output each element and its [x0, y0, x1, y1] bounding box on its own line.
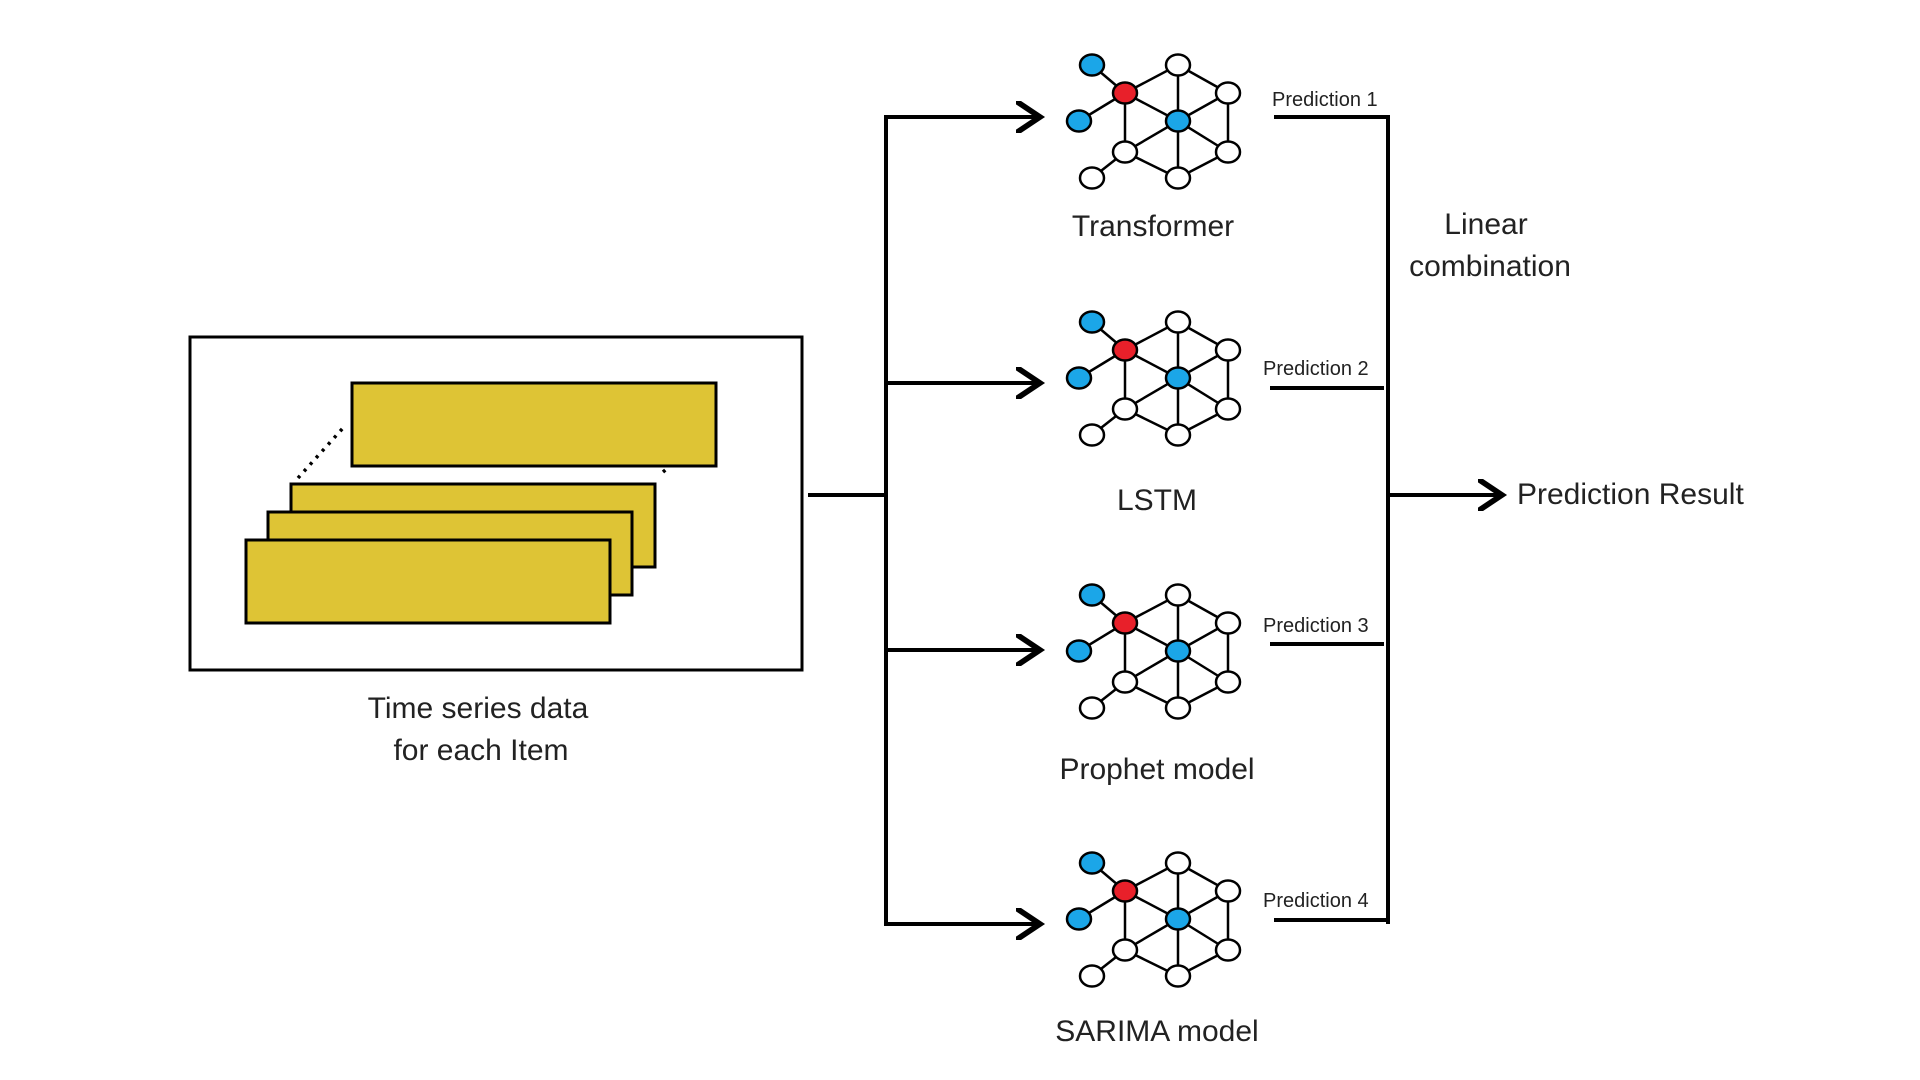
- prophet-network-icon: [1065, 583, 1242, 720]
- data-block-4: [244, 538, 612, 625]
- data-block-top: [350, 381, 718, 468]
- prediction-label-4: Prediction 4: [1263, 890, 1369, 912]
- input-caption-line2: for each Item: [393, 734, 568, 767]
- combination-label-line1: Linear: [1444, 208, 1527, 241]
- lstm-network-icon: [1065, 310, 1242, 447]
- prediction-label-3: Prediction 3: [1263, 615, 1369, 637]
- data-panel-frame: [188, 335, 804, 672]
- prediction-label-1: Prediction 1: [1272, 89, 1378, 111]
- prediction-label-2: Prediction 2: [1263, 358, 1369, 380]
- combination-label-line2: combination: [1409, 250, 1571, 283]
- sarima-network-icon: [1065, 851, 1242, 988]
- model-label-sarima: SARIMA model: [1055, 1015, 1258, 1048]
- prediction-result-label: Prediction Result: [1517, 478, 1744, 511]
- time-series-data-panel: [188, 335, 804, 672]
- model-label-prophet: Prophet model: [1059, 753, 1254, 786]
- input-caption-line1: Time series data: [368, 692, 589, 725]
- model-label-lstm: LSTM: [1117, 484, 1197, 517]
- transformer-network-icon: [1065, 53, 1242, 190]
- fan-out-connectors: [808, 117, 1036, 926]
- model-label-transformer: Transformer: [1072, 210, 1234, 243]
- dotted-link-left: [296, 426, 345, 480]
- combine-connectors: [1270, 115, 1498, 924]
